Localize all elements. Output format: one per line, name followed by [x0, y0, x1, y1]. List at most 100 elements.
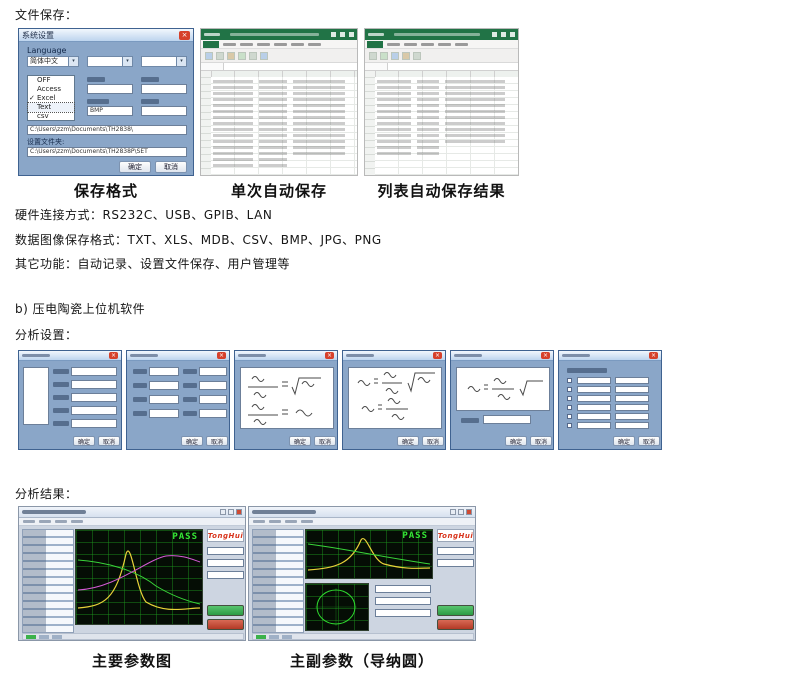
dialog-titlebar: ×: [127, 351, 229, 361]
input-field: [71, 393, 117, 402]
input-field: [149, 409, 179, 418]
dialog-titlebar: ×: [19, 351, 121, 361]
readout-field: [375, 597, 431, 605]
heading-analysis-settings: 分析设置：: [15, 328, 78, 342]
cancel-button: 取消: [422, 436, 444, 446]
screenshot-main-sub-parameters[interactable]: PASS TongHui: [248, 506, 476, 641]
parameter-list: [252, 529, 304, 633]
screenshot-save-settings[interactable]: 系统设置 × Language 简体中文 ▾ ▾ ▾ OFF Access ✓E…: [18, 28, 194, 176]
ribbon-icon: [402, 51, 410, 60]
screenshot-analysis-dialog-6[interactable]: × 确定 取消: [558, 350, 662, 450]
ribbon-tab: [308, 42, 321, 46]
checkbox: [567, 387, 572, 392]
field-label: [133, 383, 147, 388]
input-field: [577, 386, 611, 393]
screenshot-analysis-dialog-4[interactable]: × 确定 取消: [342, 350, 446, 450]
input-field: [141, 106, 187, 116]
list-item-label: Text: [37, 103, 52, 111]
input-field: [615, 377, 649, 384]
dialog-titlebar: ×: [559, 351, 661, 361]
ribbon-icon: [260, 51, 268, 60]
ribbon-icon: [205, 51, 213, 60]
data-column: [259, 79, 287, 169]
input-field: [615, 404, 649, 411]
measurement-window: PASS TongHui: [18, 506, 246, 641]
worksheet-grid: [375, 77, 518, 175]
dialog-title-text: [346, 354, 374, 357]
analysis-dialog: × 确定 取消: [234, 350, 338, 450]
field-label: [53, 421, 69, 426]
input-field: [577, 404, 611, 411]
close-icon: [466, 509, 472, 515]
input-field: [141, 84, 187, 94]
quick-access-toolbar-icon: [368, 33, 384, 36]
language-label: Language: [27, 46, 67, 55]
parameter-list: [22, 529, 74, 633]
chevron-down-icon: ▾: [122, 57, 132, 66]
ribbon-icon: [249, 51, 257, 60]
input-field: [71, 367, 117, 376]
admittance-circle: [315, 588, 357, 626]
screenshot-main-parameters[interactable]: PASS TongHui: [18, 506, 246, 641]
readout-field: [375, 585, 431, 593]
list-item-off: OFF: [28, 76, 74, 85]
input-field: [71, 380, 117, 389]
ribbon-icon: [380, 51, 388, 60]
checkbox: [567, 378, 572, 383]
input-field: [577, 377, 611, 384]
ribbon-tab: [438, 42, 451, 46]
data-column: [445, 79, 505, 145]
field-label: [461, 418, 479, 423]
data-send-select: ▾: [87, 56, 133, 67]
formula-graphic: [357, 372, 435, 420]
data-column: [213, 79, 253, 169]
measurement-window: PASS TongHui: [248, 506, 476, 641]
close-icon: [349, 32, 354, 37]
name-box: [365, 63, 388, 70]
list-item-label: Access: [37, 85, 61, 93]
dialog-titlebar: ×: [343, 351, 445, 361]
ribbon-icon: [369, 51, 377, 60]
file-tab: [203, 40, 219, 48]
ok-button: 确定: [613, 436, 635, 446]
screenshot-analysis-dialog-5[interactable]: × 确定 取消: [450, 350, 554, 450]
window-title-text: [22, 510, 86, 514]
list-item-text: Text: [27, 102, 75, 113]
dialog-title-text: [130, 354, 158, 357]
quick-access-toolbar-icon: [204, 33, 220, 36]
screenshot-analysis-dialog-3[interactable]: × 确定 取消: [234, 350, 338, 450]
checkbox: [567, 405, 572, 410]
ok-button: 确定: [289, 436, 311, 446]
settings-folder-label: 设置文件夹:: [27, 138, 65, 146]
window-titlebar: [19, 507, 245, 518]
ribbon-icon: [216, 51, 224, 60]
menu-item: [71, 520, 83, 523]
line-other-functions: 其它功能：自动记录、设置文件保存、用户管理等: [15, 257, 291, 271]
analysis-dialog: × 确定 取消: [450, 350, 554, 450]
screenshot-excel-single-autosave[interactable]: [200, 28, 358, 176]
analysis-dialog: × 确定 取消: [126, 350, 230, 450]
caption-list-autosave: 列表自动保存结果: [377, 182, 506, 200]
data-folder-path-field: C:\Users\zzm\Documents\TH2838\: [27, 125, 187, 135]
settings-dialog: 系统设置 × Language 简体中文 ▾ ▾ ▾ OFF Access ✓E…: [18, 28, 194, 176]
screenshot-analysis-dialog-2[interactable]: × 确定 取消: [126, 350, 230, 450]
readout-field: [375, 609, 431, 617]
window-titlebar: [249, 507, 475, 518]
input-field: [615, 395, 649, 402]
plot-curves: [307, 537, 431, 571]
field-label: [53, 382, 69, 387]
maximize-icon: [340, 32, 345, 37]
input-field: [149, 381, 179, 390]
status-segment: [26, 634, 36, 639]
screenshot-excel-list-autosave[interactable]: [364, 28, 519, 176]
input-field: [615, 422, 649, 429]
stop-button: [437, 619, 474, 630]
checkbox: [567, 396, 572, 401]
ribbon-tab-strip: [201, 40, 357, 49]
maximize-icon: [458, 509, 464, 515]
close-icon: ×: [109, 352, 118, 359]
screenshot-analysis-dialog-1[interactable]: × 确定 取消: [18, 350, 122, 450]
ok-button: 确定: [73, 436, 95, 446]
brand-logo-text: TongHui: [437, 531, 474, 540]
menu-bar: [249, 518, 475, 526]
